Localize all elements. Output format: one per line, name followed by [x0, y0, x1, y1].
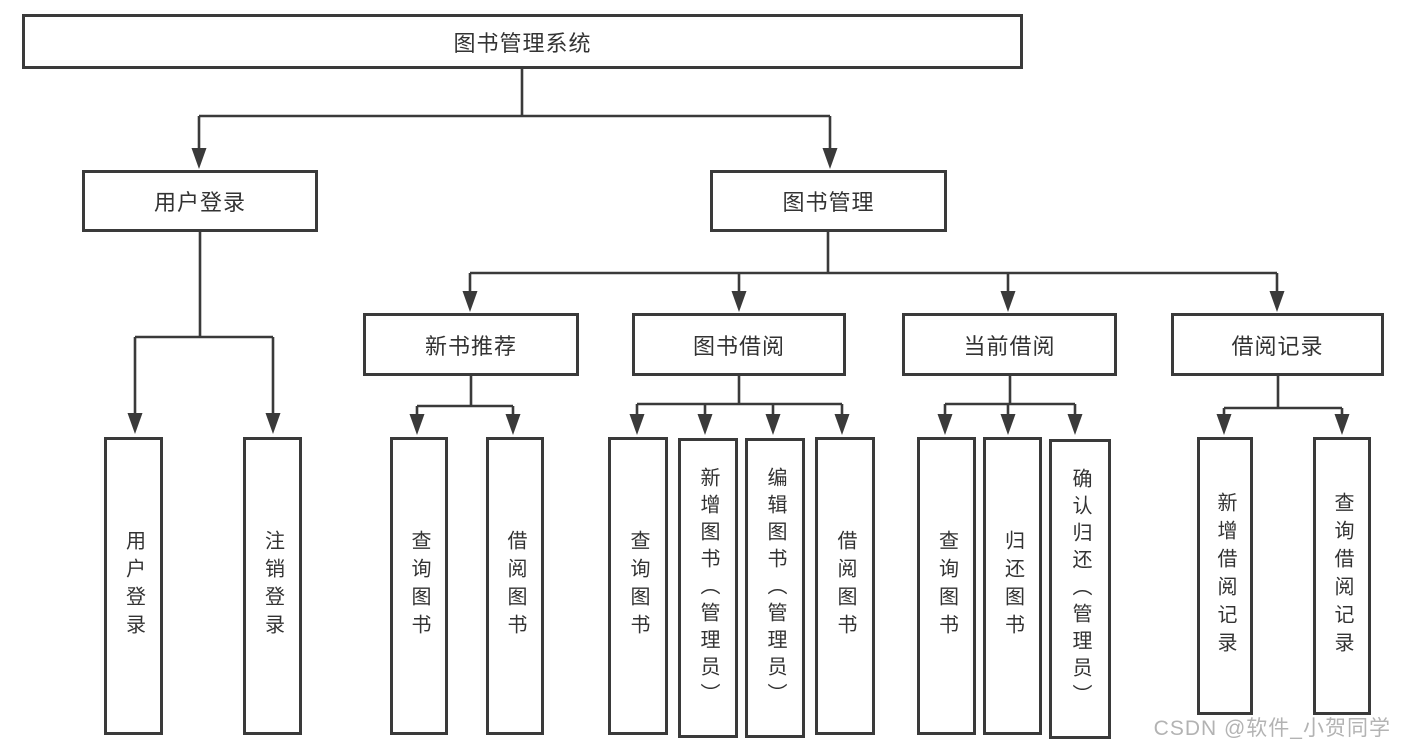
leaf-label: 注销登录: [261, 530, 284, 642]
leaf-confirm-return-admin: 确认归还（管理员）: [1049, 439, 1111, 739]
leaf-label: 查询借阅记录: [1331, 492, 1353, 660]
leaf-return-books: 归还图书: [983, 437, 1042, 735]
leaf-add-books-admin: 新增图书（管理员）: [678, 438, 738, 738]
node-label: 用户登录: [153, 190, 246, 215]
arrowhead-icons: [127, 148, 1350, 435]
leaf-borrow-books: 借阅图书: [815, 437, 875, 735]
node-label: 新书推荐: [424, 333, 517, 359]
leaf-label: 用户登录: [122, 530, 145, 642]
leaf-query-books-borrow: 查询图书: [608, 437, 668, 735]
leaf-label: 新增图书（管理员）: [697, 466, 719, 710]
node-user-login: 用户登录: [82, 170, 318, 232]
leaf-label: 借阅图书: [504, 530, 526, 642]
leaf-label: 确认归还（管理员）: [1069, 467, 1091, 711]
leaf-label: 归还图书: [1001, 530, 1024, 642]
leaf-label: 借阅图书: [834, 530, 856, 642]
leaf-label: 查询图书: [627, 530, 649, 642]
leaf-logout: 注销登录: [243, 437, 302, 735]
leaf-label: 查询图书: [935, 530, 958, 642]
csdn-watermark: CSDN @软件_小贺同学: [1153, 717, 1391, 740]
node-label: 图书管理系统: [453, 30, 592, 56]
leaf-query-books-current: 查询图书: [917, 437, 976, 735]
node-label: 借阅记录: [1231, 333, 1324, 359]
leaf-query-borrow-record: 查询借阅记录: [1313, 437, 1371, 715]
leaf-add-borrow-record: 新增借阅记录: [1197, 437, 1253, 715]
node-label: 当前借阅: [963, 333, 1056, 359]
node-current-borrow: 当前借阅: [902, 313, 1117, 376]
leaf-user-login: 用户登录: [104, 437, 163, 735]
node-book-management: 图书管理: [710, 170, 947, 232]
connector-lines: [133, 69, 1344, 416]
leaf-label: 新增借阅记录: [1214, 492, 1236, 660]
leaf-edit-books-admin: 编辑图书（管理员）: [745, 438, 805, 738]
node-label: 图书管理: [782, 190, 875, 215]
node-borrow-records: 借阅记录: [1171, 313, 1384, 376]
leaf-label: 编辑图书（管理员）: [764, 466, 786, 710]
node-book-borrow: 图书借阅: [632, 313, 846, 376]
node-new-book-recommend: 新书推荐: [363, 313, 579, 376]
node-label: 图书借阅: [692, 333, 785, 359]
node-library-management-system: 图书管理系统: [22, 14, 1023, 69]
leaf-label: 查询图书: [408, 530, 430, 642]
leaf-borrow-books-recommend: 借阅图书: [486, 437, 544, 735]
leaf-query-books-recommend: 查询图书: [390, 437, 448, 735]
